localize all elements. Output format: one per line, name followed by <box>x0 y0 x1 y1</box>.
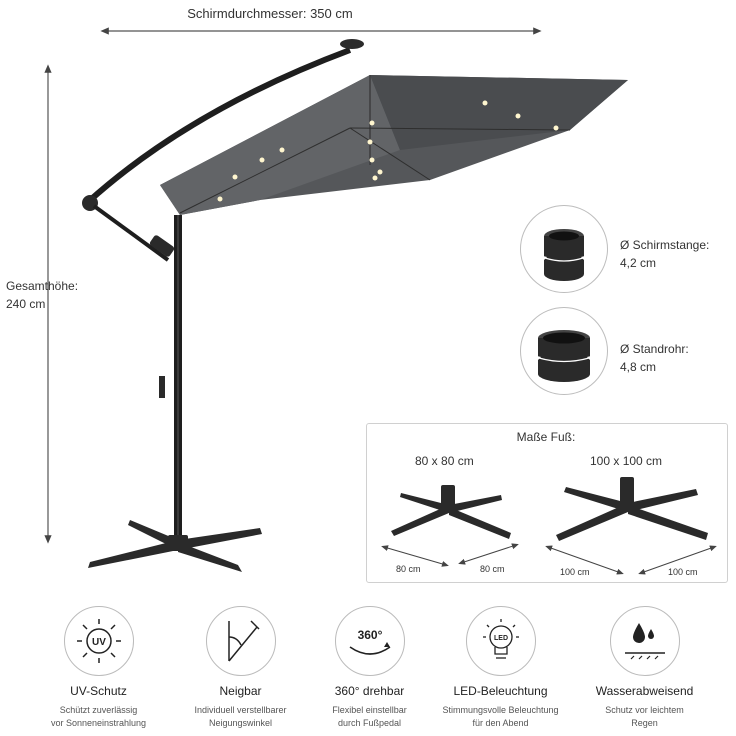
feature-uv-desc-line2: vor Sonneneinstrahlung <box>50 718 147 728</box>
feature-tilt-title: Neigbar <box>219 684 262 698</box>
feature-tilt-circle <box>205 606 276 676</box>
feature-water-desc-line2: Regen <box>631 718 658 728</box>
feature-uv-title: UV-Schutz <box>70 684 127 698</box>
small-base-dim-left: 80 cm <box>396 564 421 574</box>
feature-rotate-circle: 360° <box>334 606 405 676</box>
pole-detail-circle <box>520 205 608 293</box>
canopy-left-panel <box>160 75 400 215</box>
feature-water-title: Wasserabweisend <box>595 684 694 698</box>
stand-detail-text: Ø Standrohr: 4,8 cm <box>620 340 689 376</box>
feature-led-desc-line2: für den Abend <box>472 718 529 728</box>
diameter-label: Schirmdurchmesser: 350 cm <box>187 6 353 21</box>
large-base-dim-right: 100 cm <box>668 567 698 577</box>
feature-rotate: 360° 360° drehbar Flexibel einstellbar d… <box>296 606 443 730</box>
uv-sun-icon: UV <box>76 619 121 663</box>
feature-tilt-desc: Individuell verstellbarer Neigungswinkel <box>167 704 314 730</box>
base-diagrams <box>381 477 717 575</box>
rotate-icon-text: 360° <box>357 628 382 642</box>
feature-uv-desc-line1: Schützt zuverlässig <box>59 705 138 715</box>
height-label-title: Gesamthöhe: <box>6 279 79 293</box>
stand-detail-value: 4,8 cm <box>620 360 657 374</box>
pole-cross-section-icon <box>543 229 585 281</box>
small-base-size: 80 x 80 cm <box>415 454 474 468</box>
height-label-value: 240 cm <box>6 297 46 311</box>
feature-tilt-desc-line1: Individuell verstellbarer <box>194 705 287 715</box>
feature-led-desc-line1: Stimmungsvolle Beleuchtung <box>442 705 559 715</box>
feature-uv-desc: Schützt zuverlässig vor Sonneneinstrahlu… <box>25 704 172 730</box>
stand-detail-label: Ø Standrohr: <box>620 342 689 356</box>
feature-water-desc-line1: Schutz vor leichtem <box>605 705 684 715</box>
pole-detail-value: 4,2 cm <box>620 256 657 270</box>
feature-led-desc: Stimmungsvolle Beleuchtung für den Abend <box>427 704 574 730</box>
tilt-icon <box>227 620 260 662</box>
large-base-icon <box>556 477 708 541</box>
feature-led-title: LED-Beleuchtung <box>453 684 548 698</box>
feature-tilt: Neigbar Individuell verstellbarer Neigun… <box>167 606 314 730</box>
feature-rotate-desc-line1: Flexibel einstellbar <box>332 705 407 715</box>
water-drop-icon <box>624 623 665 660</box>
feature-tilt-desc-line2: Neigungswinkel <box>208 718 273 728</box>
base-dimensions-title: Maße Fuß: <box>516 430 576 444</box>
pole-clamp <box>159 376 165 398</box>
stand-tube-cross-section-icon <box>537 330 591 382</box>
height-label: Gesamthöhe: 240 cm <box>6 277 78 313</box>
feature-uv: UV UV-Schutz Schützt zuverlässig vor Son… <box>25 606 172 730</box>
support-strut <box>92 204 170 262</box>
rotate-360-icon: 360° <box>349 628 390 655</box>
pole-detail-text: Ø Schirmstange: 4,2 cm <box>620 236 709 272</box>
feature-uv-circle: UV <box>63 606 134 676</box>
small-base-icon <box>391 485 511 539</box>
feature-rotate-desc-line2: durch Fußpedal <box>337 718 402 728</box>
pole-detail-label: Ø Schirmstange: <box>620 238 710 252</box>
solar-panel <box>340 39 364 49</box>
small-base-dim-right: 80 cm <box>480 564 505 574</box>
led-icon-text: LED <box>494 635 508 642</box>
feature-rotate-title: 360° drehbar <box>334 684 405 698</box>
umbrella-arm <box>85 47 352 205</box>
feature-water-circle <box>609 606 680 676</box>
large-base-size: 100 x 100 cm <box>590 454 663 468</box>
uv-icon-text: UV <box>92 637 106 648</box>
umbrella-illustration <box>82 39 628 572</box>
feature-rotate-desc: Flexibel einstellbar durch Fußpedal <box>296 704 443 730</box>
stand-detail-circle <box>520 307 608 395</box>
feature-led-circle: LED <box>465 606 536 676</box>
feature-water-desc: Schutz vor leichtem Regen <box>571 704 718 730</box>
canopy-right-panel <box>370 75 628 150</box>
large-base-dim-left: 100 cm <box>560 567 590 577</box>
umbrella-base <box>88 520 262 572</box>
led-bulb-icon: LED <box>482 619 519 659</box>
crank-handle <box>149 235 175 257</box>
led-lights <box>217 100 559 202</box>
feature-led: LED LED-Beleuchtung Stimmungsvolle Beleu… <box>427 606 574 730</box>
feature-water: Wasserabweisend Schutz vor leichtem Rege… <box>571 606 718 730</box>
